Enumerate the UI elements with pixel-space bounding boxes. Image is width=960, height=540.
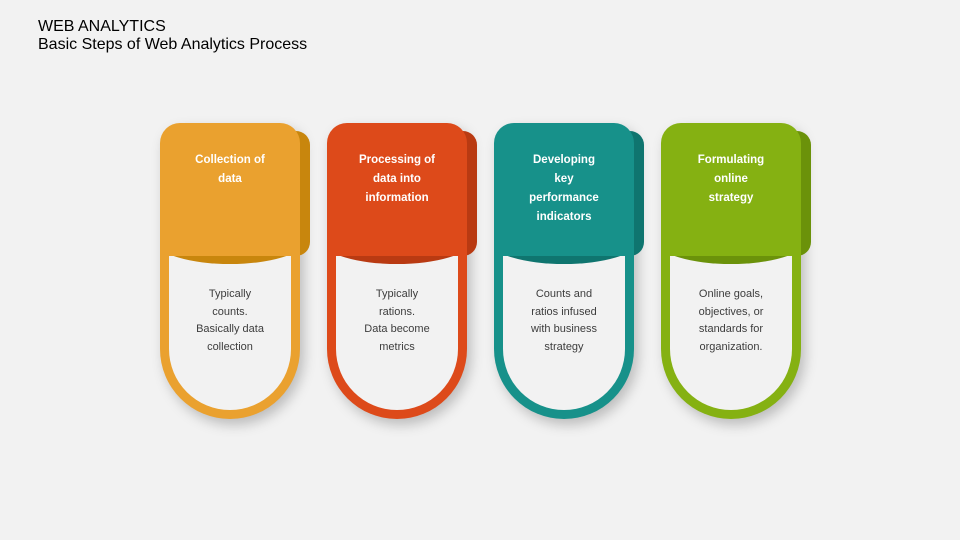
- page-title: WEB ANALYTICS: [38, 18, 166, 35]
- card-heading: Formulating online strategy: [697, 154, 765, 204]
- process-step-card[interactable]: Collection of data Typically counts. Bas…: [160, 123, 310, 425]
- card-body: Developing key performance indicators Co…: [494, 123, 634, 419]
- card-inner-shadow: [670, 256, 792, 264]
- process-step-card[interactable]: Developing key performance indicators Co…: [494, 123, 644, 425]
- card-description: Counts and ratios infused with business …: [530, 288, 598, 353]
- card-body: Processing of data into information Typi…: [327, 123, 467, 419]
- card-inner-panel: [169, 256, 291, 410]
- card-inner-panel: [503, 256, 625, 410]
- card-heading: Collection of data: [195, 154, 265, 185]
- card-description: Typically rations. Data become metrics: [364, 288, 430, 353]
- card-body: Formulating online strategy Online goals…: [661, 123, 801, 419]
- card-heading: Processing of data into information: [358, 154, 436, 204]
- card-body: Collection of data Typically counts. Bas…: [160, 123, 300, 419]
- card-inner-panel: [336, 256, 458, 410]
- process-step-card[interactable]: Formulating online strategy Online goals…: [661, 123, 811, 425]
- card-heading: Developing key performance indicators: [529, 154, 599, 223]
- card-description: Online goals, objectives, or standards f…: [698, 288, 764, 353]
- card-description: Typically counts. Basically data collect…: [196, 288, 264, 353]
- process-diagram: Collection of data Typically counts. Bas…: [160, 123, 811, 433]
- process-step-card[interactable]: Processing of data into information Typi…: [327, 123, 477, 425]
- card-inner-shadow: [169, 256, 291, 264]
- card-inner-shadow: [336, 256, 458, 264]
- card-inner-panel: [670, 256, 792, 410]
- slide-header: WEB ANALYTICS Basic Steps of Web Analyti…: [38, 18, 307, 54]
- card-inner-shadow: [503, 256, 625, 264]
- page-subtitle: Basic Steps of Web Analytics Process: [38, 36, 308, 53]
